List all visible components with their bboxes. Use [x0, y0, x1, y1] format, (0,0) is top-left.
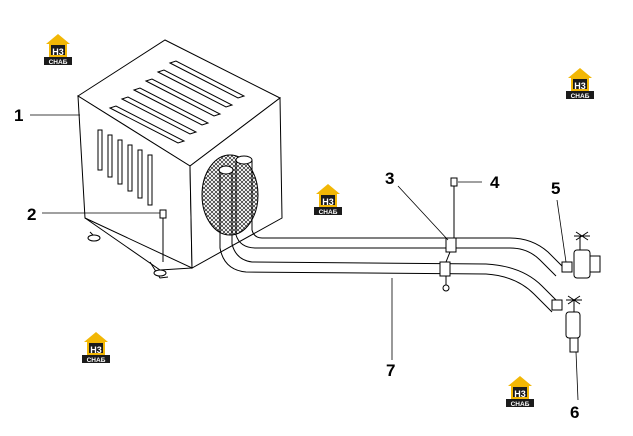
watermark-logo-2: H3 СНАБ: [566, 68, 594, 100]
logo-sub: СНАБ: [87, 357, 106, 364]
logo-mark: H3: [322, 197, 334, 207]
clamp-bolt: [450, 177, 458, 238]
hose-clamp: [439, 237, 457, 292]
logo-mark: H3: [574, 81, 586, 91]
mounting-bolt: [159, 209, 167, 262]
hose-upper: [235, 155, 563, 277]
callout-2: 2: [27, 205, 36, 224]
callout-5: 5: [551, 179, 560, 198]
logo-mark: H3: [514, 389, 526, 399]
logo-sub: СНАБ: [319, 209, 338, 216]
watermark-logo-3: H3 СНАБ: [314, 184, 342, 216]
leader-lines: [30, 114, 579, 401]
logo-sub: СНАБ: [571, 93, 590, 100]
callout-7: 7: [386, 361, 395, 380]
callout-3: 3: [385, 169, 394, 188]
watermark-logo-1: H3 СНАБ: [44, 34, 72, 66]
top-louvers: [108, 60, 246, 144]
logo-mark: H3: [90, 345, 102, 355]
side-vents: [97, 129, 153, 206]
logo-sub: СНАБ: [511, 401, 530, 408]
callout-4: 4: [490, 173, 500, 192]
callout-6: 6: [570, 403, 579, 422]
shut-off-valve-upper: [561, 231, 601, 279]
logo-mark: H3: [52, 47, 64, 57]
hose-lower: [218, 165, 561, 313]
callout-1: 1: [14, 106, 23, 125]
logo-sub: СНАБ: [49, 59, 68, 66]
fan-grille: [201, 154, 259, 236]
shut-off-valve-lower: [551, 295, 582, 353]
watermark-logo-4: H3 СНАБ: [82, 332, 110, 364]
watermark-logo-5: H3 СНАБ: [506, 376, 534, 408]
